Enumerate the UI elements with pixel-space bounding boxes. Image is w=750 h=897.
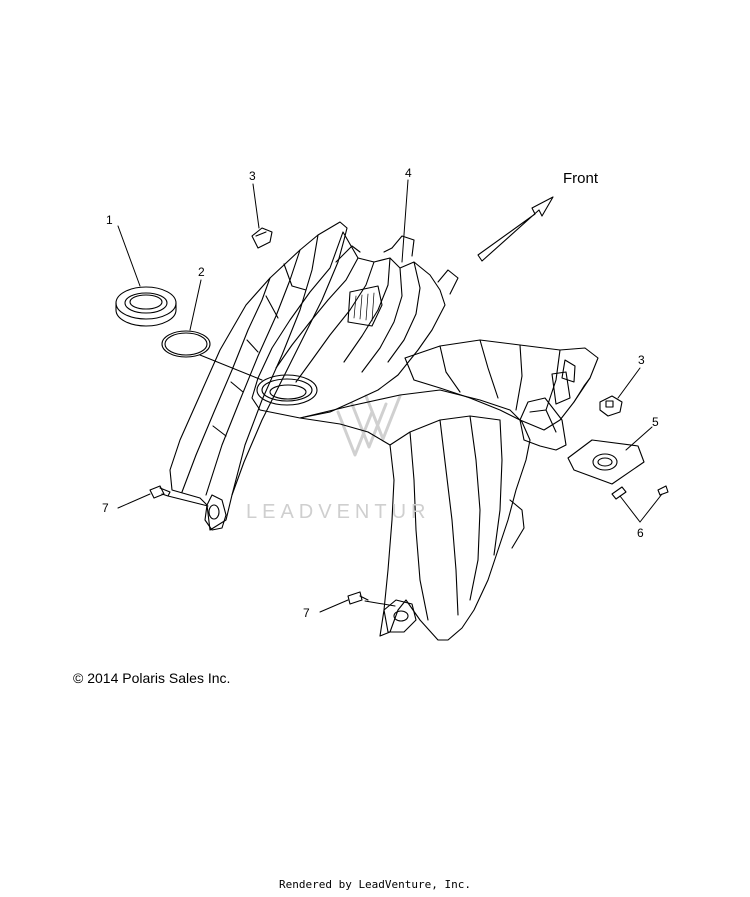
front-direction-arrow-icon [477, 196, 554, 262]
callout-6: 6 [637, 526, 644, 540]
part-1-grommet-ring [115, 286, 177, 327]
front-console-panel [169, 221, 599, 641]
callout-7-left: 7 [102, 501, 109, 515]
callout-3-right: 3 [638, 353, 645, 367]
callout-2: 2 [198, 265, 205, 279]
leader-lines [117, 179, 663, 613]
callout-3-top: 3 [249, 169, 256, 183]
part-3-clip-nut-top [251, 227, 273, 249]
callout-4: 4 [405, 166, 412, 180]
callout-5: 5 [652, 415, 659, 429]
rendered-by-footer: Rendered by LeadVenture, Inc. [278, 878, 472, 891]
part-5-cover-plate [567, 439, 645, 485]
fill-opening [256, 374, 318, 406]
copyright-text: © 2014 Polaris Sales Inc. [73, 670, 231, 686]
leadventure-watermark-logo [336, 394, 402, 457]
part-3-clip-nut-right [599, 395, 623, 417]
watermark-text: LEADVENTUR [246, 501, 430, 523]
front-label: Front [563, 170, 599, 187]
part-6-screws [611, 485, 669, 500]
part-2-o-ring [161, 330, 211, 358]
callout-1: 1 [106, 213, 113, 227]
part-7-push-rivet-bottom [347, 591, 369, 605]
callout-7-bottom: 7 [303, 606, 310, 620]
part-7-push-rivet-left [149, 485, 171, 499]
